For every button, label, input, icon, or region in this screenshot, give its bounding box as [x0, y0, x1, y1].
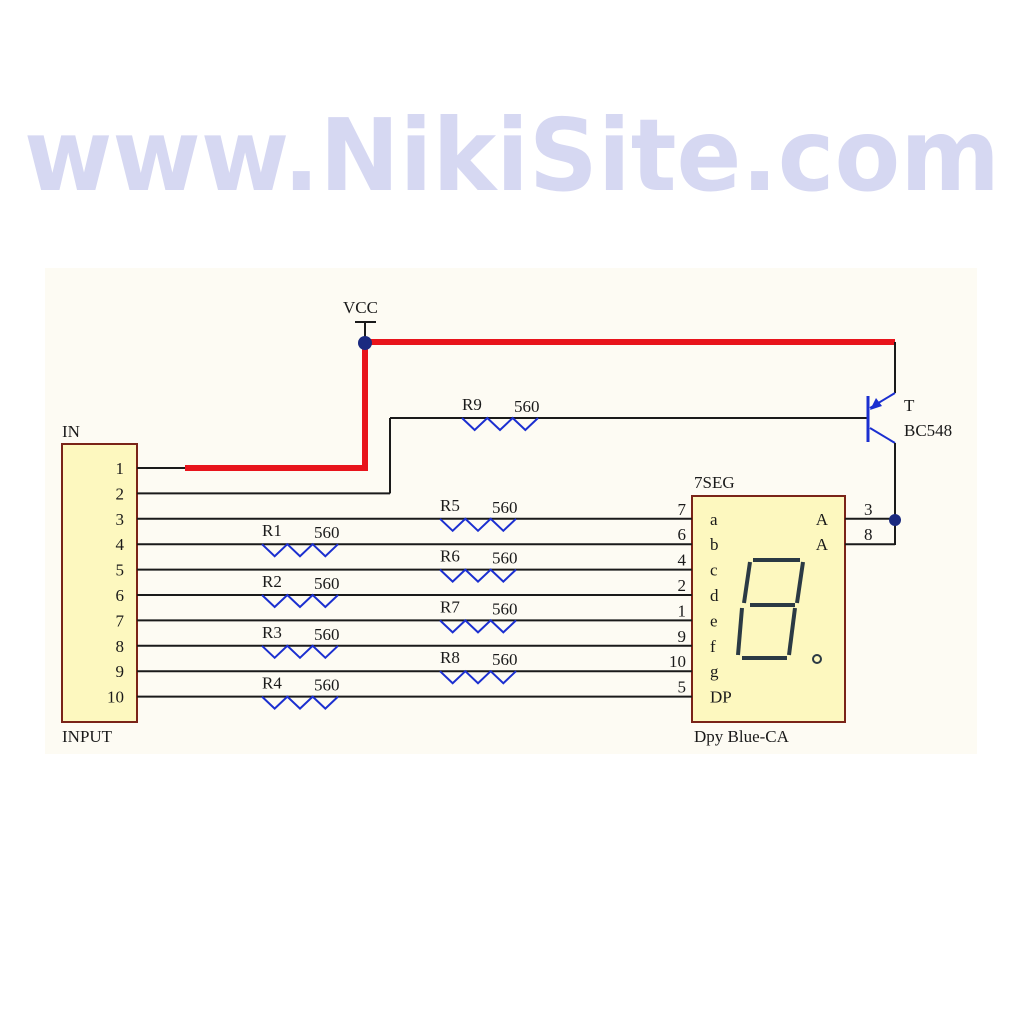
resistor-designator: R3: [262, 623, 282, 642]
transistor-part: BC548: [904, 421, 952, 440]
resistor-r9: [461, 416, 539, 432]
resistor-value: 560: [514, 397, 540, 416]
resistor-value: 560: [314, 625, 340, 644]
anode-pin-number: 8: [864, 525, 873, 544]
transistor-arrow-icon: [870, 398, 882, 410]
connector-pin-number: 3: [116, 510, 125, 529]
junction-node: [889, 514, 901, 526]
resistor-designator: R5: [440, 496, 460, 515]
segment-label-dp: DP: [710, 688, 732, 707]
connector-pin-number: 10: [107, 688, 124, 707]
connector-pin-number: 7: [116, 611, 125, 630]
connector-pin-number: 4: [116, 535, 125, 554]
connector-pin-number: 8: [116, 637, 125, 656]
display-pin-number: 2: [678, 576, 687, 595]
segment-label-d: d: [710, 586, 719, 605]
resistor-designator: R7: [440, 597, 460, 616]
segment-bar: [742, 561, 752, 604]
input-connector: [61, 443, 138, 723]
resistor-r6: [439, 568, 517, 583]
segment-label-b: b: [710, 535, 719, 554]
segment-label-a: a: [710, 510, 718, 529]
resistor-designator: R9: [462, 395, 482, 414]
digit-eight-icon: [736, 558, 805, 660]
segment-bar: [787, 607, 797, 656]
display-designator: 7SEG: [694, 473, 735, 492]
resistor-r5: [439, 517, 517, 533]
anode-label: A: [816, 535, 829, 554]
display-pin-number: 7: [678, 500, 687, 519]
connector-pin-number: 6: [116, 586, 125, 605]
display-name: Dpy Blue-CA: [694, 727, 790, 746]
transistor-collector: [869, 427, 896, 444]
resistor-r3: [261, 644, 339, 660]
display-pin-number: 10: [669, 652, 686, 671]
connector-pin-number: 2: [116, 484, 125, 503]
resistor-r4: [261, 695, 339, 710]
resistor-value: 560: [492, 650, 518, 669]
connector-name: INPUT: [62, 727, 113, 746]
resistor-value: 560: [314, 523, 340, 542]
connector-pin-number: 5: [116, 561, 125, 580]
resistor-designator: R4: [262, 674, 282, 693]
display-pin-number: 6: [678, 525, 687, 544]
resistor-r2: [261, 593, 339, 609]
resistor-r7: [439, 619, 517, 634]
connector-pin-number: 1: [116, 459, 125, 478]
segment-bar: [795, 561, 805, 604]
anode-label: A: [816, 510, 829, 529]
resistor-designator: R8: [440, 648, 460, 667]
seven-segment-display: [691, 495, 846, 723]
segment-bar: [736, 607, 744, 656]
resistor-r1: [261, 542, 339, 558]
resistor-value: 560: [314, 574, 340, 593]
resistor-r8: [439, 669, 517, 685]
decimal-point-icon: [812, 654, 822, 664]
segment-label-f: f: [710, 637, 716, 656]
resistor-value: 560: [492, 549, 518, 568]
anode-pin-number: 3: [864, 500, 873, 519]
resistor-value: 560: [492, 599, 518, 618]
resistor-value: 560: [314, 676, 340, 695]
display-pin-number: 1: [678, 601, 687, 620]
resistor-designator: R2: [262, 572, 282, 591]
junction-node: [358, 336, 372, 350]
resistor-value: 560: [492, 498, 518, 517]
segment-label-g: g: [710, 662, 719, 681]
display-pin-number: 9: [678, 627, 687, 646]
vcc-label: VCC: [343, 298, 378, 317]
segment-label-c: c: [710, 561, 718, 580]
resistor-designator: R6: [440, 547, 460, 566]
transistor-designator: T: [904, 396, 915, 415]
segment-label-e: e: [710, 611, 718, 630]
watermark: www.NikiSite.com: [24, 97, 1000, 214]
display-pin-number: 4: [678, 551, 687, 570]
connector-designator: IN: [62, 422, 80, 441]
resistor-designator: R1: [262, 521, 282, 540]
connector-pin-number: 9: [116, 662, 125, 681]
display-pin-number: 5: [678, 678, 687, 697]
